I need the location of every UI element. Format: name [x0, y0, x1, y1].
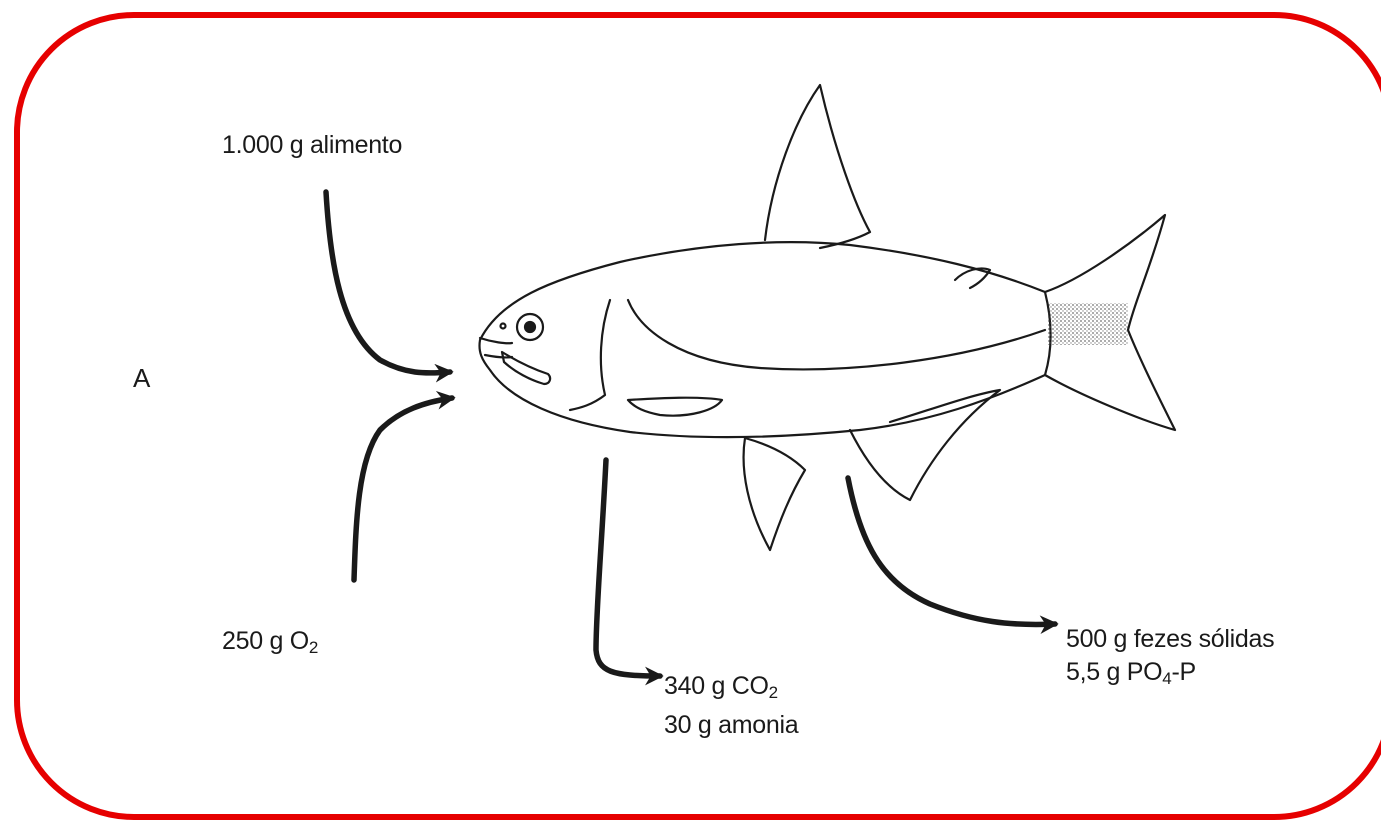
arrow-icon — [354, 398, 452, 580]
phosphate-label: 5,5 g PO4-P — [1066, 656, 1274, 695]
gill-cover — [570, 300, 610, 410]
panel-label: A — [133, 362, 150, 395]
dorsal-fin — [765, 85, 870, 248]
arrow-icon — [848, 478, 1055, 624]
food-input-label: 1.000 g alimento — [222, 129, 402, 162]
lateral-line — [628, 300, 1045, 369]
mouth-lip — [502, 352, 550, 384]
feces-label: 500 g fezes sólidas — [1066, 623, 1274, 656]
ammonia-label: 30 g amonia — [664, 709, 798, 742]
oxygen-input-label: 250 g O2 — [222, 625, 318, 664]
pectoral-fin — [628, 398, 722, 416]
arrow-icon — [326, 192, 450, 373]
anal-fin — [850, 390, 1000, 500]
arrow-icon — [596, 460, 660, 676]
fish-icon — [479, 85, 1175, 550]
waste-output-label: 500 g fezes sólidas 5,5 g PO4-P — [1066, 623, 1274, 695]
co2-label: 340 g CO2 — [664, 670, 798, 709]
pelvic-fin — [744, 438, 805, 550]
respiration-output-label: 340 g CO2 30 g amonia — [664, 670, 798, 742]
